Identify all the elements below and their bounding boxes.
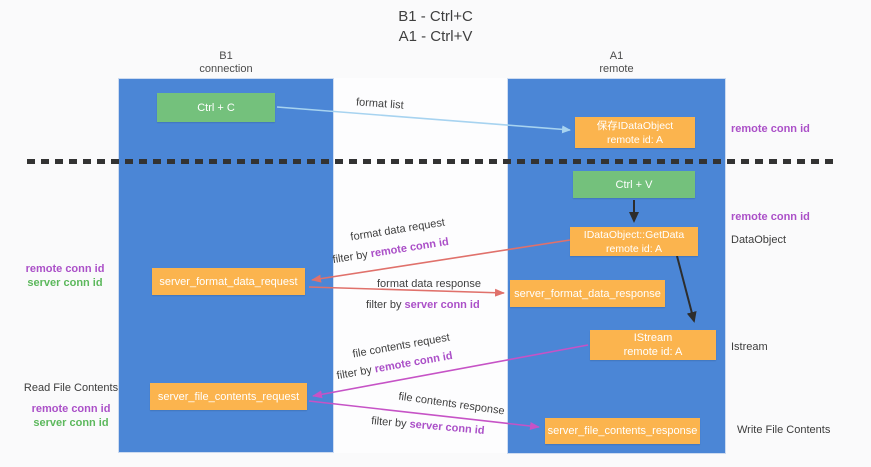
- right-remote-conn-id-mid-label: remote conn id: [731, 211, 810, 223]
- server-file-contents-request-label: server_file_contents_request: [157, 390, 300, 403]
- left-file-conn-id-stack: Read File Contents remote conn id server…: [15, 381, 127, 430]
- left-server-conn-id-label: server conn id: [27, 277, 103, 289]
- istream-side-label: Istream: [731, 341, 768, 353]
- server-format-data-request-label: server_format_data_request: [159, 275, 298, 288]
- server-format-data-response-label: server_format_data_response: [514, 287, 661, 300]
- lane-b1-name: B1: [219, 50, 233, 62]
- right-remote-conn-id-top-label: remote conn id: [731, 123, 810, 135]
- format-data-response-filter-label: filter by server conn id: [366, 299, 480, 311]
- save-idataobject-line2: remote id: A: [606, 133, 664, 146]
- dataobject-label: DataObject: [731, 234, 787, 246]
- format-data-response-label: format data response: [377, 278, 481, 290]
- title-line-2: A1 - Ctrl+V: [398, 28, 473, 45]
- lane-b1-role: connection: [199, 63, 253, 75]
- idataobject-getdata-box: IDataObject::GetData remote id: A: [570, 227, 698, 256]
- save-idataobject-box: 保存IDataObject remote id: A: [575, 117, 695, 148]
- istream-line1: IStream: [633, 332, 673, 344]
- diagram-title: B1 - Ctrl+C A1 - Ctrl+V: [0, 7, 871, 47]
- lane-a1-name: A1: [609, 50, 624, 62]
- ctrl-v-box: Ctrl + V: [573, 171, 695, 198]
- left-remote-conn-id-label-2: remote conn id: [31, 403, 111, 415]
- ctrl-c-box: Ctrl + C: [157, 93, 275, 122]
- phase-separator-dashed-line: [27, 159, 837, 164]
- server-file-contents-request-box: server_file_contents_request: [150, 383, 307, 410]
- server-conn-id-text: server conn id: [404, 299, 480, 311]
- title-line-1: B1 - Ctrl+C: [398, 8, 473, 25]
- lane-header-a1: A1 remote: [508, 50, 725, 76]
- istream-box: IStream remote id: A: [590, 330, 716, 360]
- left-server-conn-id-label-2: server conn id: [33, 417, 109, 429]
- read-file-contents-label: Read File Contents: [23, 382, 119, 394]
- server-file-contents-response-label: server_file_contents_response: [547, 425, 698, 437]
- lane-a1-role: remote: [599, 63, 634, 75]
- server-format-data-response-box: server_format_data_response: [510, 280, 665, 307]
- left-format-conn-id-stack: remote conn id server conn id: [15, 262, 115, 290]
- write-file-contents-label: Write File Contents: [737, 424, 831, 436]
- server-format-data-request-box: server_format_data_request: [152, 268, 305, 295]
- server-file-contents-response-box: server_file_contents_response: [545, 418, 700, 444]
- filter-by-text: filter by: [366, 299, 405, 311]
- getdata-line1: IDataObject::GetData: [583, 228, 685, 241]
- getdata-line2: remote id: A: [605, 242, 663, 255]
- lane-header-b1: B1 connection: [119, 50, 333, 76]
- left-remote-conn-id-label: remote conn id: [25, 263, 105, 275]
- save-idataobject-line1: 保存IDataObject: [596, 119, 674, 132]
- istream-line2: remote id: A: [623, 346, 683, 358]
- ctrl-c-label: Ctrl + C: [197, 101, 235, 114]
- ctrl-v-label: Ctrl + V: [615, 178, 653, 191]
